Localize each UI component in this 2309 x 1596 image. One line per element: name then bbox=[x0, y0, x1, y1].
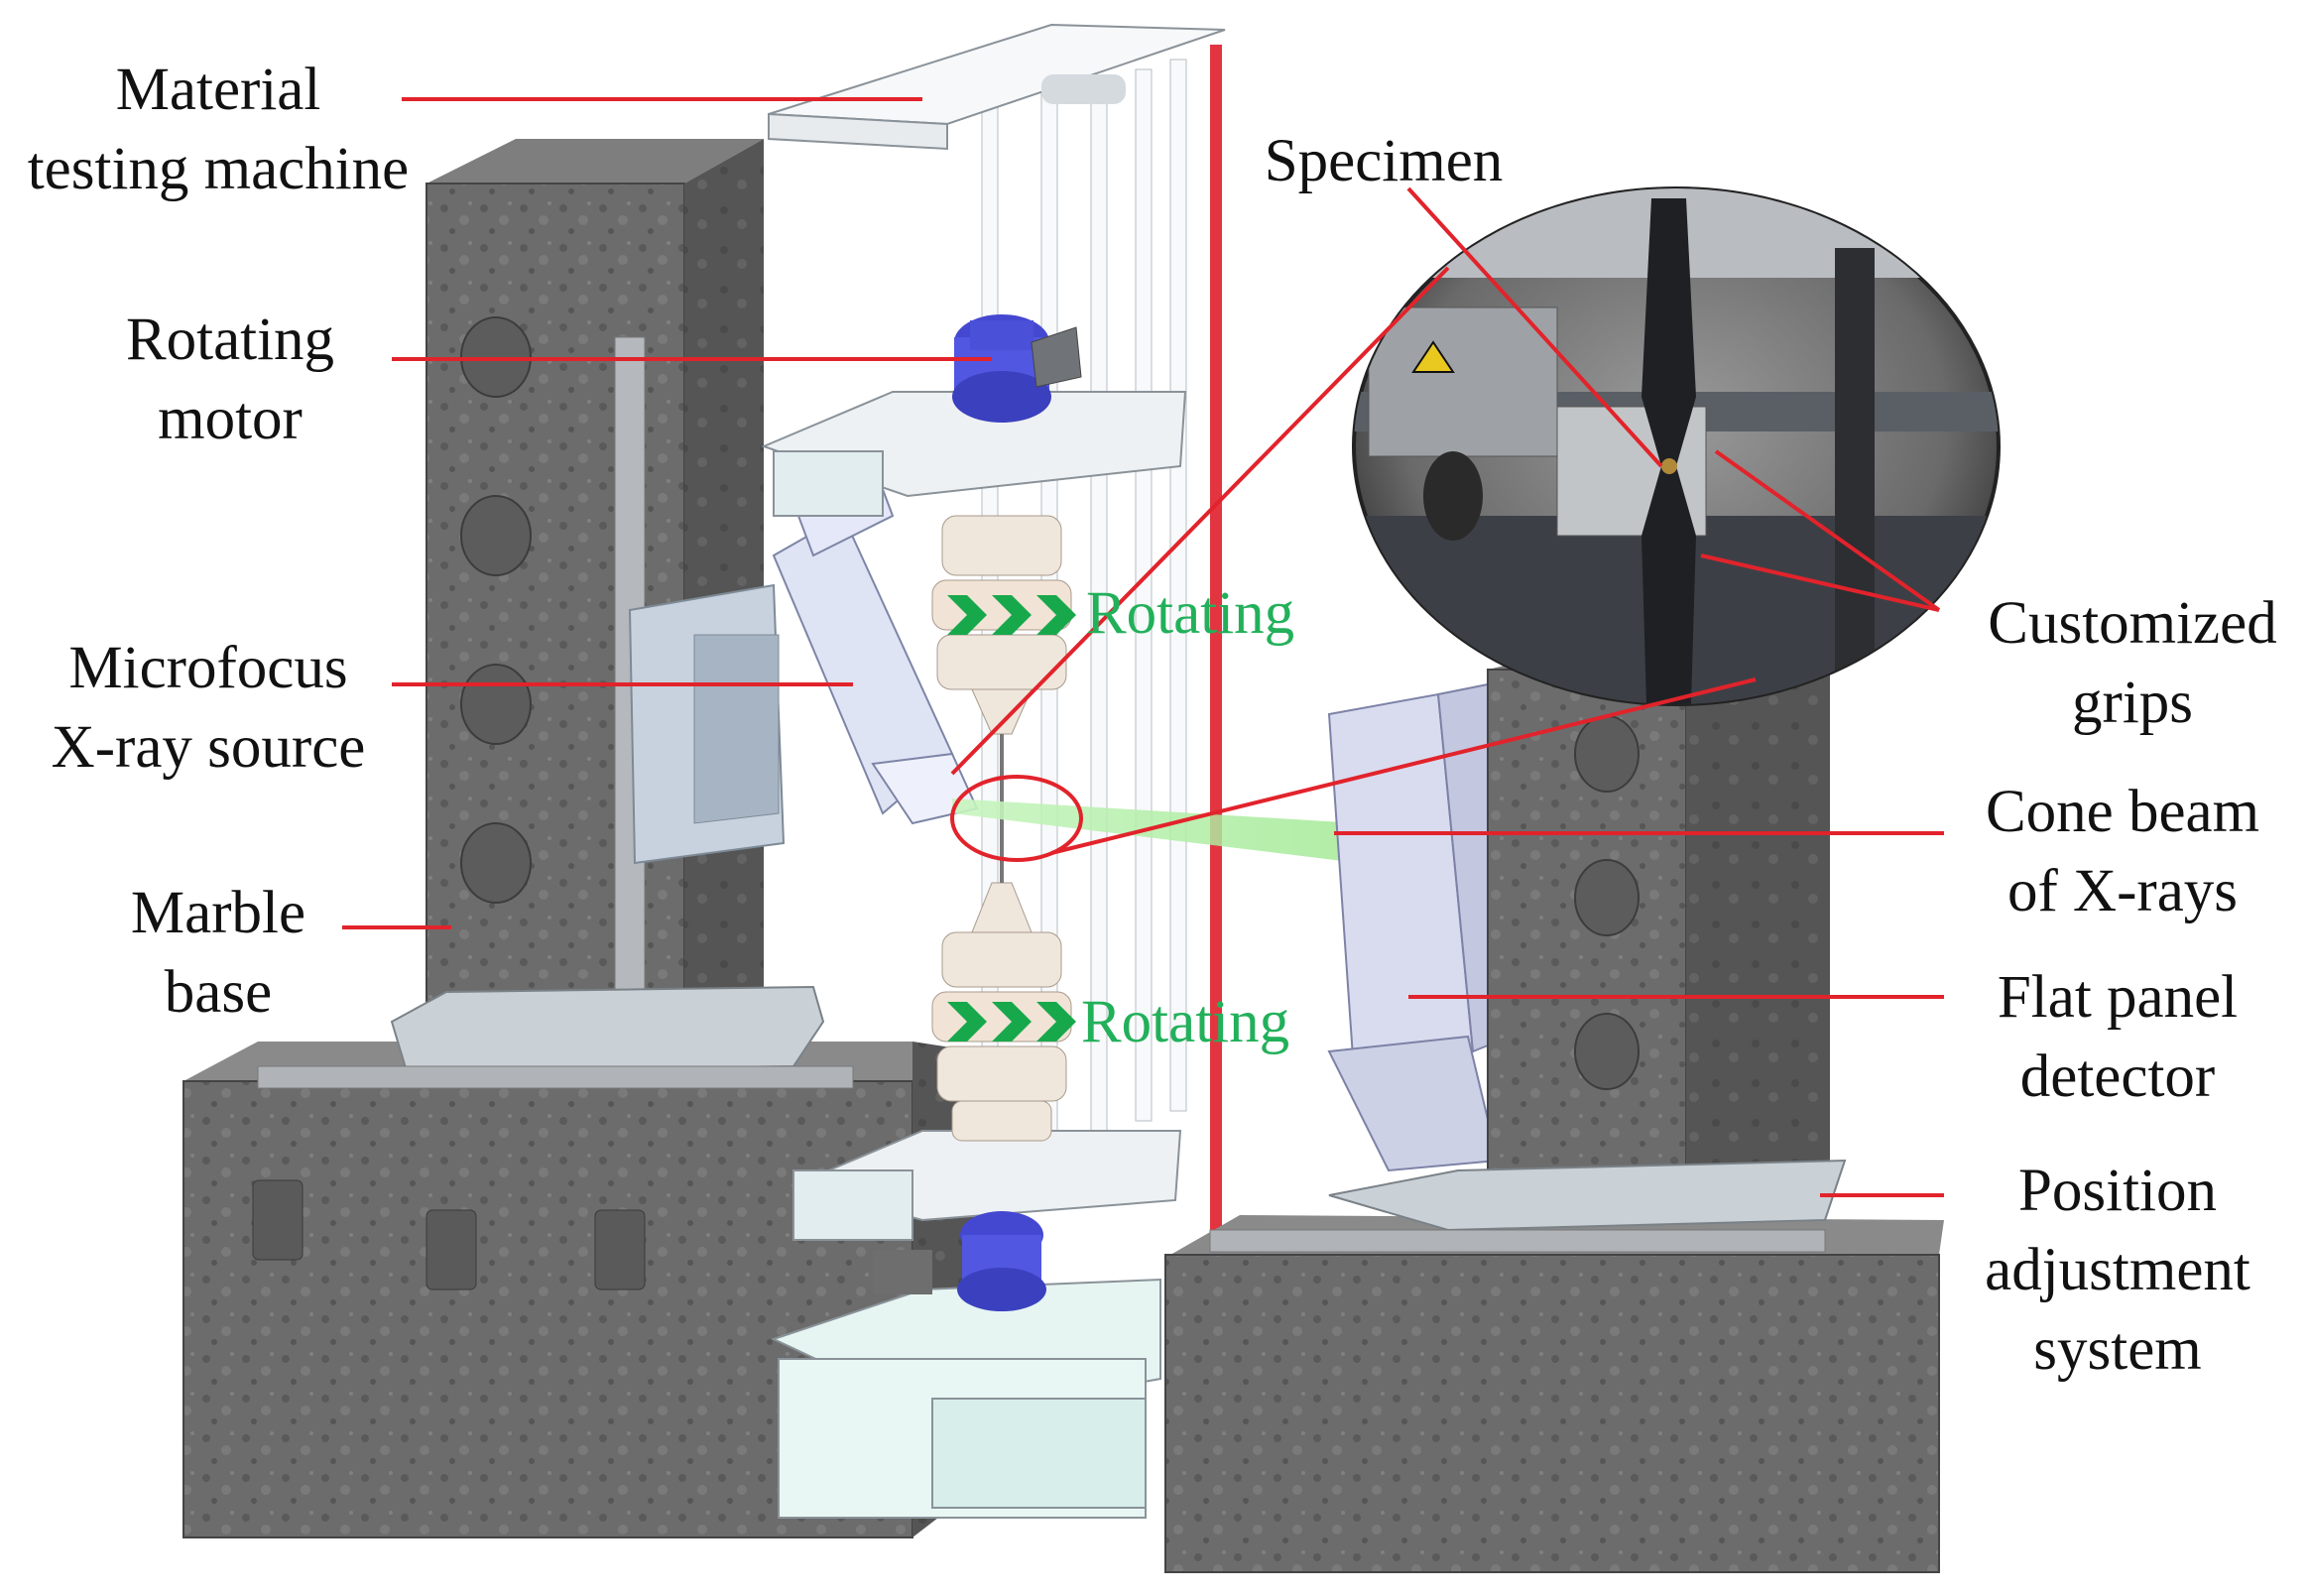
label-rotating-motor-line1: Rotating bbox=[126, 307, 334, 373]
microfocus-xray-source bbox=[628, 434, 979, 865]
label-microfocus-line2: X-ray source bbox=[52, 714, 366, 781]
label-cone-beam-line2: of X-rays bbox=[2007, 858, 2238, 924]
label-material-testing-machine-line2: testing machine bbox=[28, 136, 410, 202]
label-position-adjustment-line2: adjustment bbox=[1985, 1237, 2250, 1303]
label-cone-beam-line1: Cone beam bbox=[1986, 779, 2259, 845]
label-flat-panel-line2: detector bbox=[2020, 1044, 2215, 1110]
label-customized-grips-line2: grips bbox=[2072, 670, 2193, 736]
label-marble-base-line1: Marble bbox=[131, 880, 305, 946]
label-microfocus-line1: Microfocus bbox=[68, 635, 347, 701]
label-customized-grips-line1: Customized bbox=[1988, 590, 2276, 657]
label-material-testing-machine-line1: Material bbox=[116, 57, 321, 123]
leader-lines bbox=[342, 97, 1944, 1197]
label-rotating-motor-line2: motor bbox=[158, 386, 303, 452]
cone-beam bbox=[952, 798, 1359, 863]
label-rotating-top: Rotating bbox=[1086, 580, 1294, 647]
label-flat-panel-line1: Flat panel bbox=[1998, 964, 2238, 1031]
label-position-adjustment-line3: system bbox=[2033, 1316, 2201, 1383]
label-specimen: Specimen bbox=[1265, 128, 1504, 194]
label-position-adjustment-line1: Position bbox=[2018, 1158, 2217, 1224]
marble-base-right bbox=[1164, 635, 1944, 1573]
rotating-arrows-top bbox=[947, 595, 1076, 635]
rotating-motor-bottom bbox=[957, 1211, 1046, 1311]
label-rotating-bottom: Rotating bbox=[1081, 989, 1289, 1055]
rotating-arrows-bottom bbox=[947, 1002, 1076, 1042]
label-marble-base-line2: base bbox=[165, 959, 272, 1026]
flat-panel-detector bbox=[1327, 682, 1500, 1172]
rotating-motor-top bbox=[952, 314, 1082, 423]
